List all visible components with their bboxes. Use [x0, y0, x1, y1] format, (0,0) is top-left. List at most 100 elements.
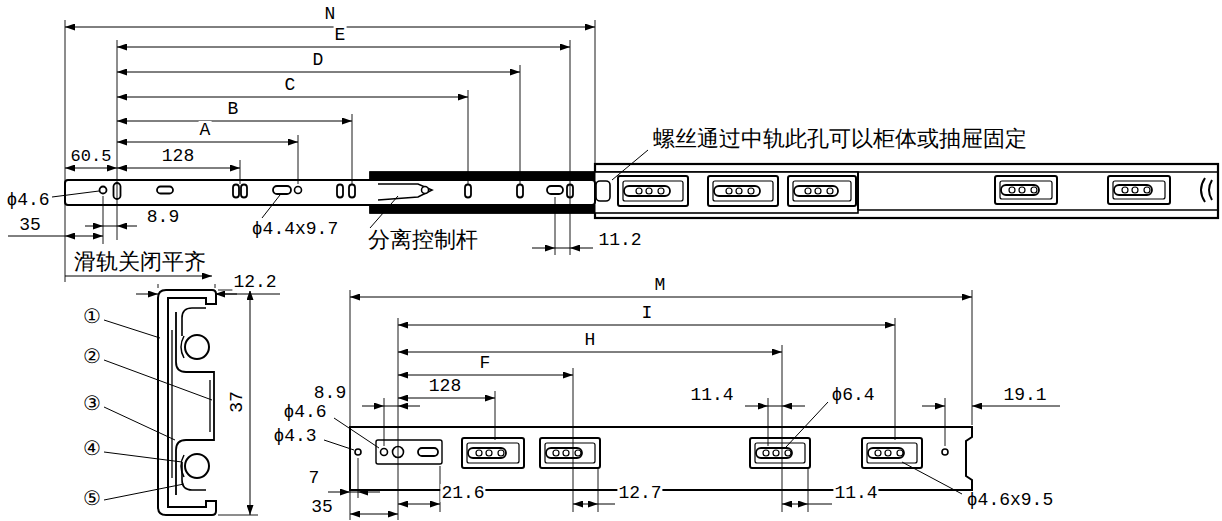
dimension-line [398, 398, 495, 399]
dimension-value: 11.4 [689, 386, 734, 404]
dimension-value: 21.6 [440, 484, 485, 502]
flush-arrow [65, 276, 212, 277]
dimension-value: 128 [161, 147, 195, 165]
illustration [8, 20, 1218, 520]
part-note: 滑轨关闭平齐 [73, 251, 207, 273]
hole [885, 450, 891, 456]
dimension-line [215, 294, 280, 295]
extension-line [398, 318, 399, 520]
callout-number: ② [82, 348, 102, 368]
dimension-line [117, 47, 570, 48]
hole [575, 450, 581, 456]
dimension-line [117, 168, 240, 169]
dimension-letter: N [324, 5, 337, 23]
mount-slot [708, 176, 778, 206]
dimension-arrow [358, 492, 380, 493]
dimension-arrow [972, 406, 1060, 407]
dimension-line [398, 325, 895, 326]
slot-hole [337, 185, 343, 198]
hole [875, 450, 881, 456]
extension-line [352, 114, 353, 184]
dimension-arrow [398, 406, 420, 407]
leader-line [262, 195, 280, 218]
end-stop [1201, 178, 1212, 202]
extension-line [240, 160, 241, 184]
hole [646, 188, 652, 194]
hole-callout: ϕ4.6 [5, 191, 50, 209]
mount-slot [862, 438, 922, 468]
leader-line [786, 402, 828, 447]
extension-line [573, 368, 574, 512]
slot-hole [624, 186, 670, 196]
mount-slot [623, 181, 683, 201]
mount-slot [376, 440, 442, 464]
mount-slot [1113, 181, 1165, 199]
outer-rail-section [158, 290, 216, 515]
dimension-line [117, 121, 352, 122]
hole [658, 188, 664, 194]
extension-line [598, 468, 599, 512]
hole [1132, 187, 1138, 193]
slot-hole [1114, 185, 1152, 195]
dimension-value: 8.9 [313, 384, 347, 402]
slot-hole [547, 186, 563, 194]
hole [636, 188, 642, 194]
hole [897, 450, 903, 456]
dimension-letter: D [312, 51, 325, 69]
callout-number: ① [82, 308, 102, 328]
slot-hole [465, 185, 471, 198]
ball-bearing [185, 335, 209, 359]
dimension-line [117, 142, 298, 143]
leader-line [104, 484, 184, 500]
middle-rail [857, 172, 859, 210]
dimension-letter: H [584, 331, 597, 349]
hole-callout: ϕ6.4 [830, 386, 875, 404]
hole [827, 188, 833, 194]
dimension-line [555, 248, 570, 249]
hole-callout: ϕ4.6 [282, 403, 327, 421]
hole [736, 188, 742, 194]
mount-slot [1108, 176, 1170, 204]
slot-hole [468, 448, 506, 458]
dimension-arrow [215, 294, 237, 295]
outer-rail-side [350, 427, 972, 490]
leader-line [324, 440, 354, 450]
dimension-value: 37 [228, 390, 246, 414]
dimension-line [398, 352, 782, 353]
ball-retainer [181, 336, 184, 477]
dimension-value: 128 [428, 377, 462, 395]
mount-slot [788, 176, 856, 206]
slot-hole [1001, 185, 1039, 195]
dimension-line [8, 236, 65, 237]
middle-rail-flange [370, 205, 595, 213]
dimension-value: 19.1 [1002, 386, 1047, 404]
dimension-line [768, 406, 782, 407]
dimension-arrow [745, 406, 768, 407]
extension-line [384, 398, 385, 446]
leader-line [612, 150, 648, 180]
middle-rail-flange [370, 172, 595, 180]
dimension-line [350, 297, 972, 298]
leader-line [902, 462, 962, 494]
extension-line [103, 196, 104, 244]
slot-hole [756, 448, 792, 458]
hole [815, 188, 821, 194]
leader-line [104, 407, 175, 440]
dimension-arrow [85, 226, 103, 227]
leader-line [104, 360, 212, 400]
leader-line [104, 320, 160, 338]
dimension-arrow [922, 406, 945, 407]
mount-slot [755, 443, 805, 463]
hole [748, 188, 754, 194]
slot-hole [273, 186, 291, 194]
extension-line [218, 515, 258, 516]
dimension-value: 11.4 [833, 484, 878, 502]
slot-hole [418, 448, 438, 456]
hole [763, 450, 769, 456]
hole [476, 450, 482, 456]
hole [785, 450, 791, 456]
extension-line [972, 290, 973, 425]
dimension-line [350, 514, 398, 515]
part-note: 分离控制杆 [367, 229, 479, 251]
